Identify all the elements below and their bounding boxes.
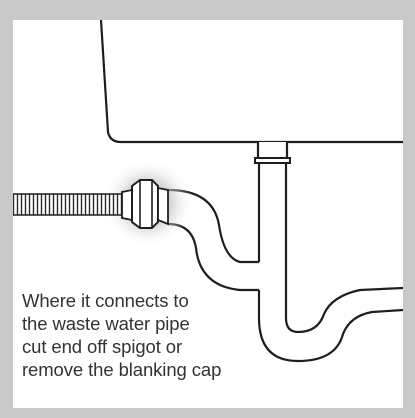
caption-line: remove the blanking cap — [22, 359, 222, 380]
diagram-caption: Where it connects to the waste water pip… — [22, 289, 322, 381]
appliance-body — [99, 19, 403, 144]
caption-line: cut end off spigot or — [22, 336, 183, 357]
drain-hose — [13, 188, 133, 222]
hose-connector-nut — [131, 179, 169, 229]
caption-line: the waste water pipe — [22, 313, 190, 334]
waste-water-pipe — [254, 142, 404, 363]
caption-line: Where it connects to — [22, 290, 189, 311]
